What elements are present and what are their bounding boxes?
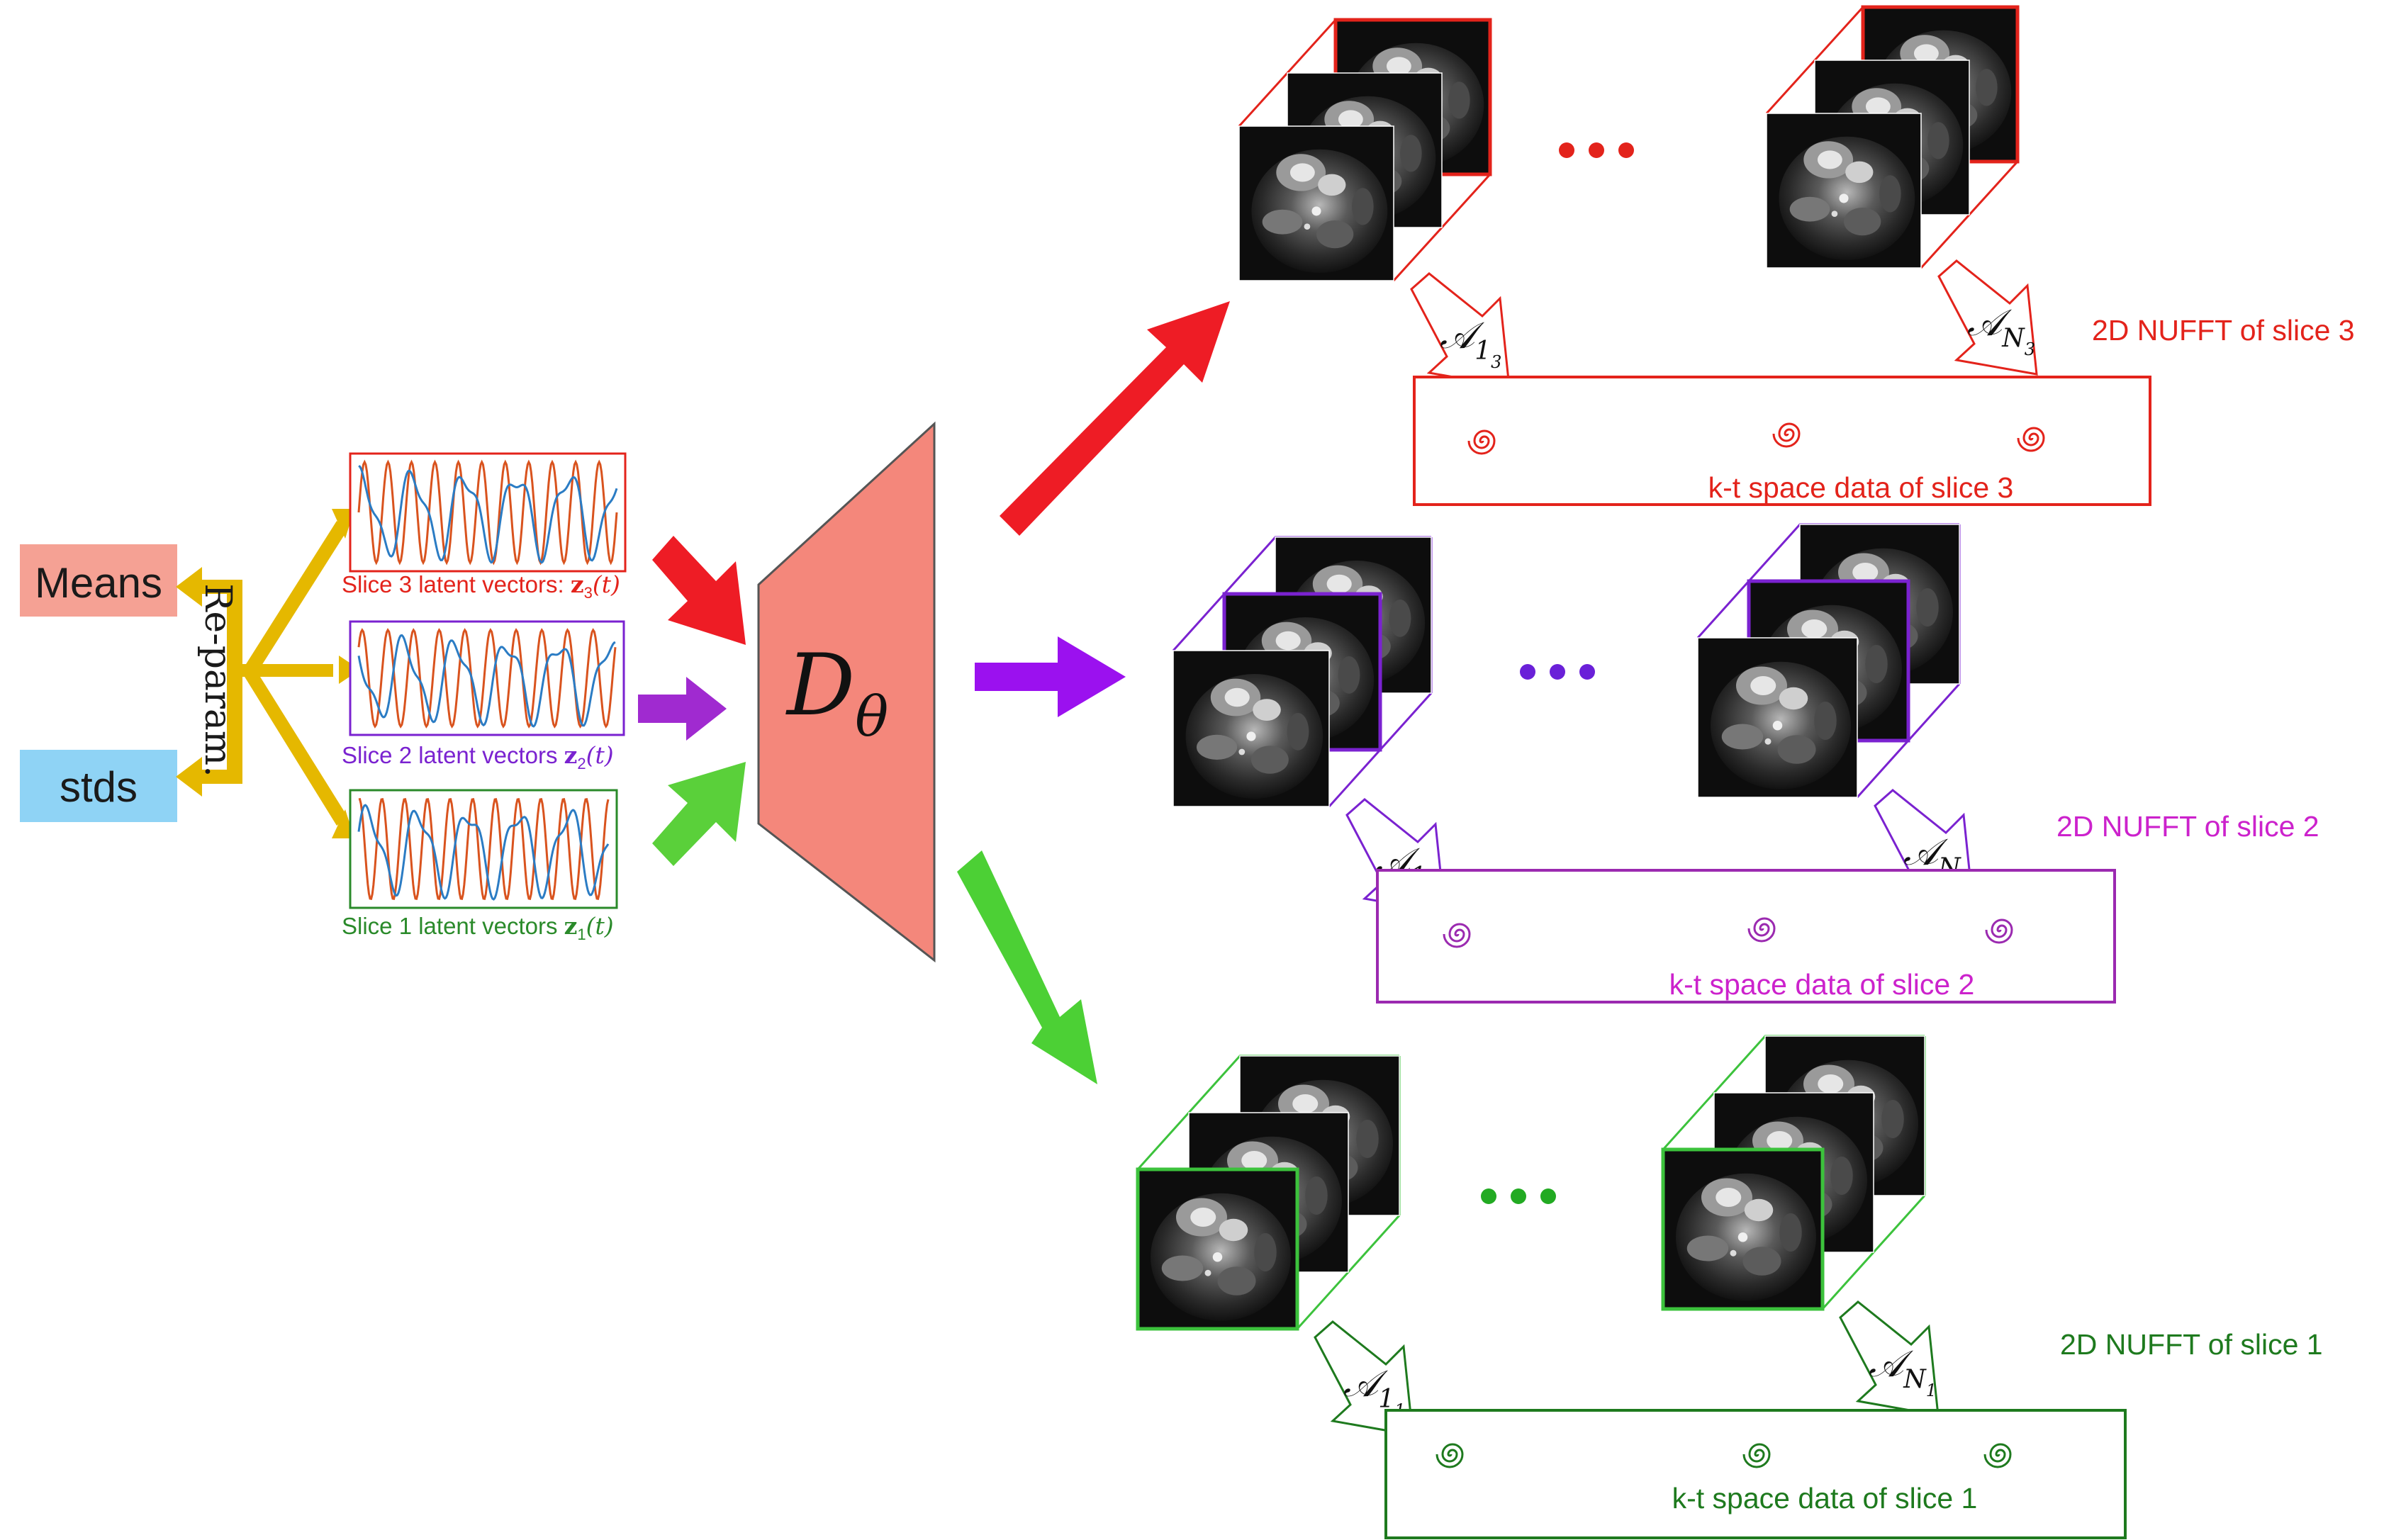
means-label: Means: [35, 559, 162, 607]
ellipsis-dot: [1550, 664, 1565, 680]
output-arrow-slice1: [957, 850, 1097, 1084]
ellipsis-dot: [1511, 1188, 1526, 1204]
means-box: Means: [20, 544, 177, 617]
means-arrowhead: [176, 567, 202, 607]
stds-arrowhead: [176, 757, 202, 797]
ellipsis-dot: [1589, 142, 1604, 158]
mri-frame: [1172, 650, 1330, 807]
image-stack: 𝒜11: [1136, 1055, 1414, 1437]
branch-arrowhead-top: [332, 509, 354, 539]
input-arrow-slice1: [652, 762, 746, 866]
ellipsis-dot: [1520, 664, 1535, 680]
input-arrow-slice3: [652, 536, 746, 645]
kspace-label-slice3: k-t space data of slice 3: [1708, 471, 2014, 504]
image-stacks: 𝒜13 𝒜N3𝒜12 𝒜N2𝒜11 𝒜N1: [1136, 5, 2038, 1437]
reparam-bracket: [176, 509, 360, 838]
stds-box-bg: [20, 750, 177, 822]
latent-trace-blue: [357, 804, 610, 901]
image-stack: 𝒜N1: [1661, 1035, 1940, 1417]
stds-box: stds: [20, 750, 177, 822]
ellipsis-dot: [1579, 664, 1595, 680]
input-arrow-slice2: [638, 677, 727, 741]
mri-frame: [1238, 125, 1394, 281]
nufft-operator-arrow: 𝒜N3: [1937, 259, 2038, 376]
latent-plot-slice1: [349, 789, 618, 909]
decoder-network: Dθ: [757, 421, 936, 963]
reparam-label: Re-param.: [196, 583, 239, 777]
latent-caption-slice1: Slice 1 latent vectors z1(t): [342, 912, 614, 943]
image-stack: 𝒜12: [1172, 536, 1446, 914]
image-stack: 𝒜N3: [1765, 5, 2038, 376]
kspace-label-slice2: k-t space data of slice 2: [1669, 968, 1975, 1001]
kspace-box-slice1: k-t space data of slice 1: [1384, 1409, 2127, 1539]
latent-caption-slice3: Slice 3 latent vectors: z3(t): [342, 571, 620, 602]
stds-label: stds: [60, 763, 138, 811]
nufft-operator-arrow: 𝒜N1: [1839, 1300, 1940, 1417]
nufft-label-slice2: 2D NUFFT of slice 2: [2056, 810, 2319, 843]
output-arrow-slice2: [975, 636, 1126, 717]
mri-frame: [1661, 1147, 1825, 1311]
mri-frame: [1697, 637, 1858, 798]
means-box-bg: [20, 544, 177, 617]
latent-caption-slice2: Slice 2 latent vectors z2(t): [342, 741, 614, 772]
kspace-box-slice3: k-t space data of slice 3: [1413, 376, 2151, 506]
ellipsis-dots: [1481, 1188, 1556, 1204]
ellipsis-dots: [1520, 664, 1595, 680]
latent-plot-slice2: [349, 620, 625, 736]
nufft-operator-arrow: 𝒜13: [1410, 272, 1511, 388]
branch-arrowhead-bot: [332, 809, 354, 838]
ellipsis-dot: [1540, 1188, 1556, 1204]
kspace-label-slice1: k-t space data of slice 1: [1672, 1482, 1978, 1514]
kspace-box-slice2: k-t space data of slice 2: [1376, 869, 2116, 1004]
ellipsis-dot: [1618, 142, 1634, 158]
ellipsis-dots: [1559, 142, 1634, 158]
ellipsis-dot: [1559, 142, 1574, 158]
latent-trace-blue: [358, 465, 618, 564]
latent-trace-orange: [357, 628, 617, 729]
nufft-label-slice3: 2D NUFFT of slice 3: [2092, 314, 2355, 347]
image-stack: 𝒜13: [1238, 18, 1511, 388]
ellipsis-dot: [1481, 1188, 1496, 1204]
latent-trace-orange: [357, 459, 618, 566]
image-stack: 𝒜N2: [1696, 523, 1974, 905]
nufft-label-slice1: 2D NUFFT of slice 1: [2060, 1328, 2323, 1361]
latent-plot-slice3: [349, 452, 627, 573]
latent-trace-orange: [358, 797, 610, 901]
output-arrow-slice3: [1000, 301, 1230, 536]
decoder-label: Dθ: [785, 636, 888, 749]
nufft-operator-label: 𝒜13: [1440, 315, 1501, 372]
latent-trace-blue: [357, 634, 616, 728]
nufft-operator-arrow: 𝒜11: [1314, 1320, 1414, 1437]
mri-frame: [1766, 113, 1922, 269]
mri-frame: [1136, 1167, 1299, 1331]
